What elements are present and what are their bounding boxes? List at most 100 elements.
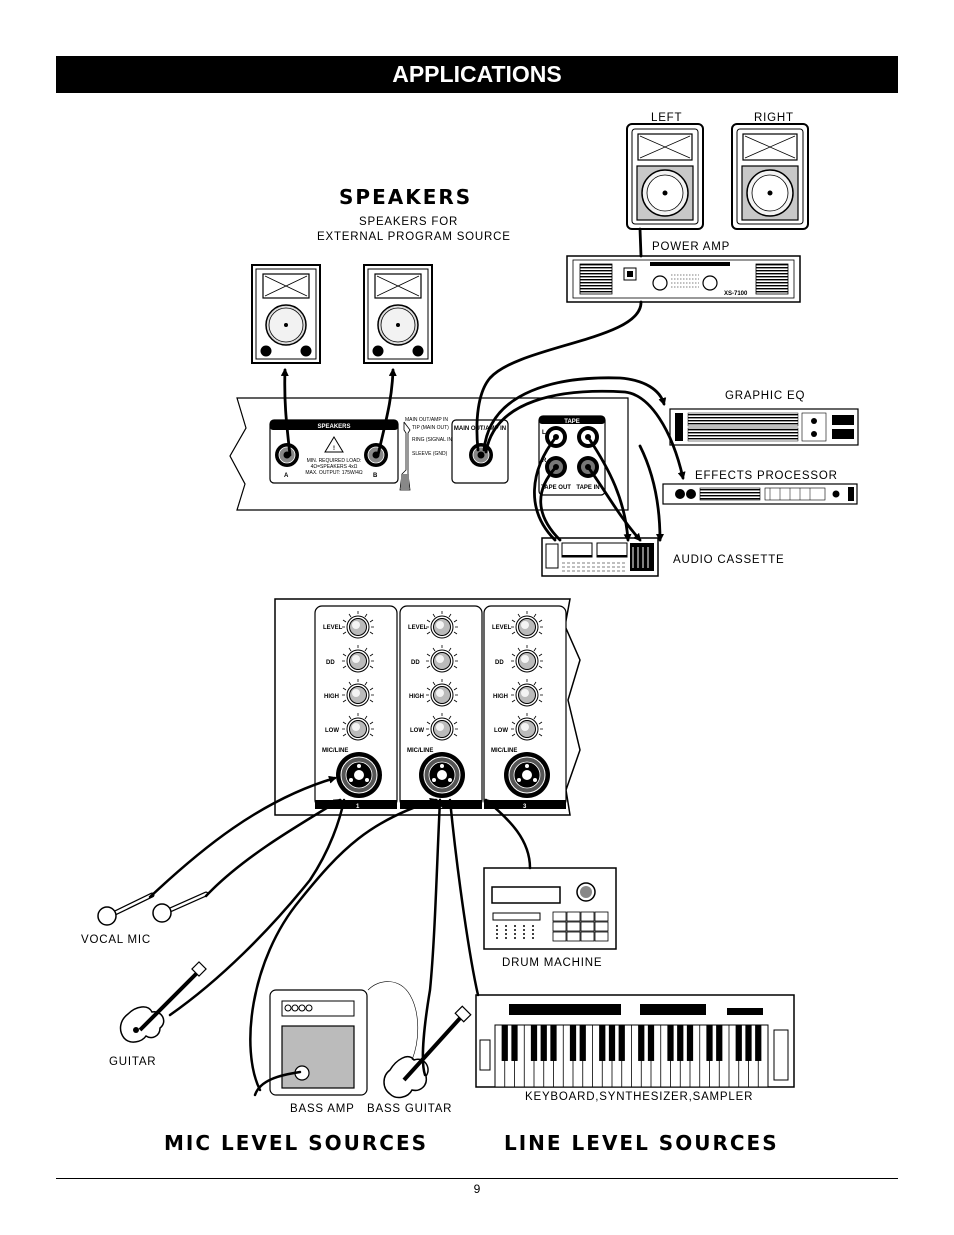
ch3-input-label: MIC/LINE (491, 748, 517, 754)
input-cables (148, 775, 532, 1097)
legend-sleeve: SLEEVE (GND) (412, 451, 448, 457)
left-speaker (626, 123, 704, 230)
black-key (530, 1025, 538, 1061)
black-key (755, 1025, 762, 1061)
black-key (667, 1025, 674, 1061)
legend-ring: RING (SIGNAL IN) (412, 437, 454, 443)
black-key (647, 1025, 655, 1061)
ch2-input-label: MIC/LINE (407, 748, 433, 754)
jack-b-label: B (373, 473, 378, 479)
power-amp-label: POWER AMP (652, 241, 730, 253)
power-amp: XS-7100 (566, 255, 801, 303)
audio-cassette-label: AUDIO CASSETTE (673, 554, 785, 566)
svg-text:!: ! (333, 446, 335, 452)
black-key (618, 1025, 625, 1061)
black-key (716, 1025, 723, 1061)
ch3-high-label: HIGH (493, 694, 508, 700)
ch3-level-label: LEVEL (492, 625, 512, 631)
bass-amp (269, 989, 368, 1096)
black-key (735, 1025, 742, 1061)
min-load-value: 4Ω=SPEAKERS 4xΩ (311, 464, 358, 470)
legend-title: MAIN OUT/AMP IN (405, 417, 448, 423)
ch3-dd-label: DD (495, 660, 504, 666)
black-key (706, 1025, 713, 1061)
max-output-label: MAX. OUTPUT: 175W/4Ω (305, 470, 363, 476)
channel-2: LEVEL DD HIGH LOW MIC/LINE 2 (399, 605, 483, 810)
ch2-low-label: LOW (410, 728, 424, 734)
tape-label: TAPE (564, 419, 580, 425)
bass-guitar-label: BASS GUITAR (367, 1103, 452, 1115)
ch2-high-label: HIGH (409, 694, 424, 700)
line-level-heading: LINE LEVEL SOURCES (504, 1131, 779, 1155)
external-speaker-b (363, 264, 433, 364)
tape-r-label: R (542, 458, 547, 464)
keyboard-keys (501, 1025, 762, 1087)
ch3-mic-line-jack[interactable] (503, 751, 551, 799)
tape-section: TAPE L R TAPE OUT TAPE IN (538, 415, 606, 496)
black-key (638, 1025, 645, 1061)
right-speaker-label: RIGHT (754, 112, 794, 124)
ch2-dd-label: DD (411, 660, 420, 666)
vocal-mics (97, 891, 209, 926)
trs-plug-legend: MAIN OUT/AMP IN TIP (MAIN OUT) RING (SIG… (399, 417, 454, 491)
black-key (501, 1025, 508, 1061)
page-number: 9 (473, 1182, 481, 1196)
guitar (119, 961, 207, 1043)
ch3-low-label: LOW (494, 728, 508, 734)
ch2-mic-line-jack[interactable] (418, 751, 466, 799)
black-key (599, 1025, 606, 1061)
ch1-level-label: LEVEL (323, 625, 343, 631)
effects-processor-label: EFFECTS PROCESSOR (695, 470, 838, 482)
keyboard (475, 994, 795, 1088)
ch3-number: 3 (523, 804, 527, 810)
tape-out-label: TAPE OUT (541, 485, 571, 491)
left-speaker-label: LEFT (651, 112, 682, 124)
black-key (569, 1025, 577, 1061)
vocal-mic-label: VOCAL MIC (81, 934, 151, 946)
ch2-number: 2 (439, 804, 443, 810)
speaker-cables (280, 227, 686, 542)
black-key (677, 1025, 684, 1061)
footer-rule (56, 1178, 898, 1179)
black-key (579, 1025, 586, 1061)
external-speaker-a (251, 264, 321, 364)
jack-a-label: A (284, 473, 289, 479)
effects-processor (662, 483, 858, 505)
ch2-level-label: LEVEL (408, 625, 428, 631)
ch1-mic-line-jack[interactable] (335, 751, 383, 799)
ch1-low-label: LOW (325, 728, 339, 734)
speakers-heading: SPEAKERS (339, 185, 472, 209)
main-out-box-label: MAIN OUT/AMP IN (454, 426, 506, 432)
ch1-number: 1 (356, 804, 360, 810)
amp-model: XS-7100 (724, 291, 748, 297)
bass-guitar (367, 981, 472, 1099)
black-key (608, 1025, 616, 1061)
black-key (511, 1025, 518, 1061)
mic-level-heading: MIC LEVEL SOURCES (164, 1131, 428, 1155)
drum-machine (483, 867, 617, 950)
drum-machine-label: DRUM MACHINE (502, 957, 602, 969)
ch1-high-label: HIGH (324, 694, 339, 700)
channel-3: LEVEL DD HIGH LOW MIC/LINE 3 (483, 605, 567, 810)
legend-tip: TIP (MAIN OUT) (412, 425, 449, 431)
black-key (540, 1025, 547, 1061)
graphic-eq-label: GRAPHIC EQ (725, 390, 805, 402)
keyboard-label: KEYBOARD,SYNTHESIZER,SAMPLER (525, 1091, 753, 1103)
header-bar: APPLICATIONS (56, 56, 898, 93)
audio-cassette (541, 537, 659, 577)
right-speaker (731, 123, 809, 230)
black-key (550, 1025, 557, 1061)
page-title: APPLICATIONS (392, 61, 562, 87)
ch1-dd-label: DD (326, 660, 335, 666)
min-load-label: MIN. REQUIRED LOAD: (307, 458, 362, 464)
main-out-amp-in-section: MAIN OUT/AMP IN (451, 419, 509, 484)
graphic-eq (669, 408, 859, 446)
channel-1: LEVEL DD HIGH LOW MIC/LINE 1 (314, 605, 398, 810)
bass-amp-label: BASS AMP (290, 1103, 355, 1115)
guitar-label: GUITAR (109, 1056, 156, 1068)
speakers-subtitle-line2: EXTERNAL PROGRAM SOURCE (317, 231, 511, 243)
channel-strip-panel: LEVEL DD HIGH LOW MIC/LINE 1 LEVEL DD HI… (274, 598, 581, 816)
tape-l-label: L (542, 430, 546, 436)
ch1-input-label: MIC/LINE (322, 748, 348, 754)
